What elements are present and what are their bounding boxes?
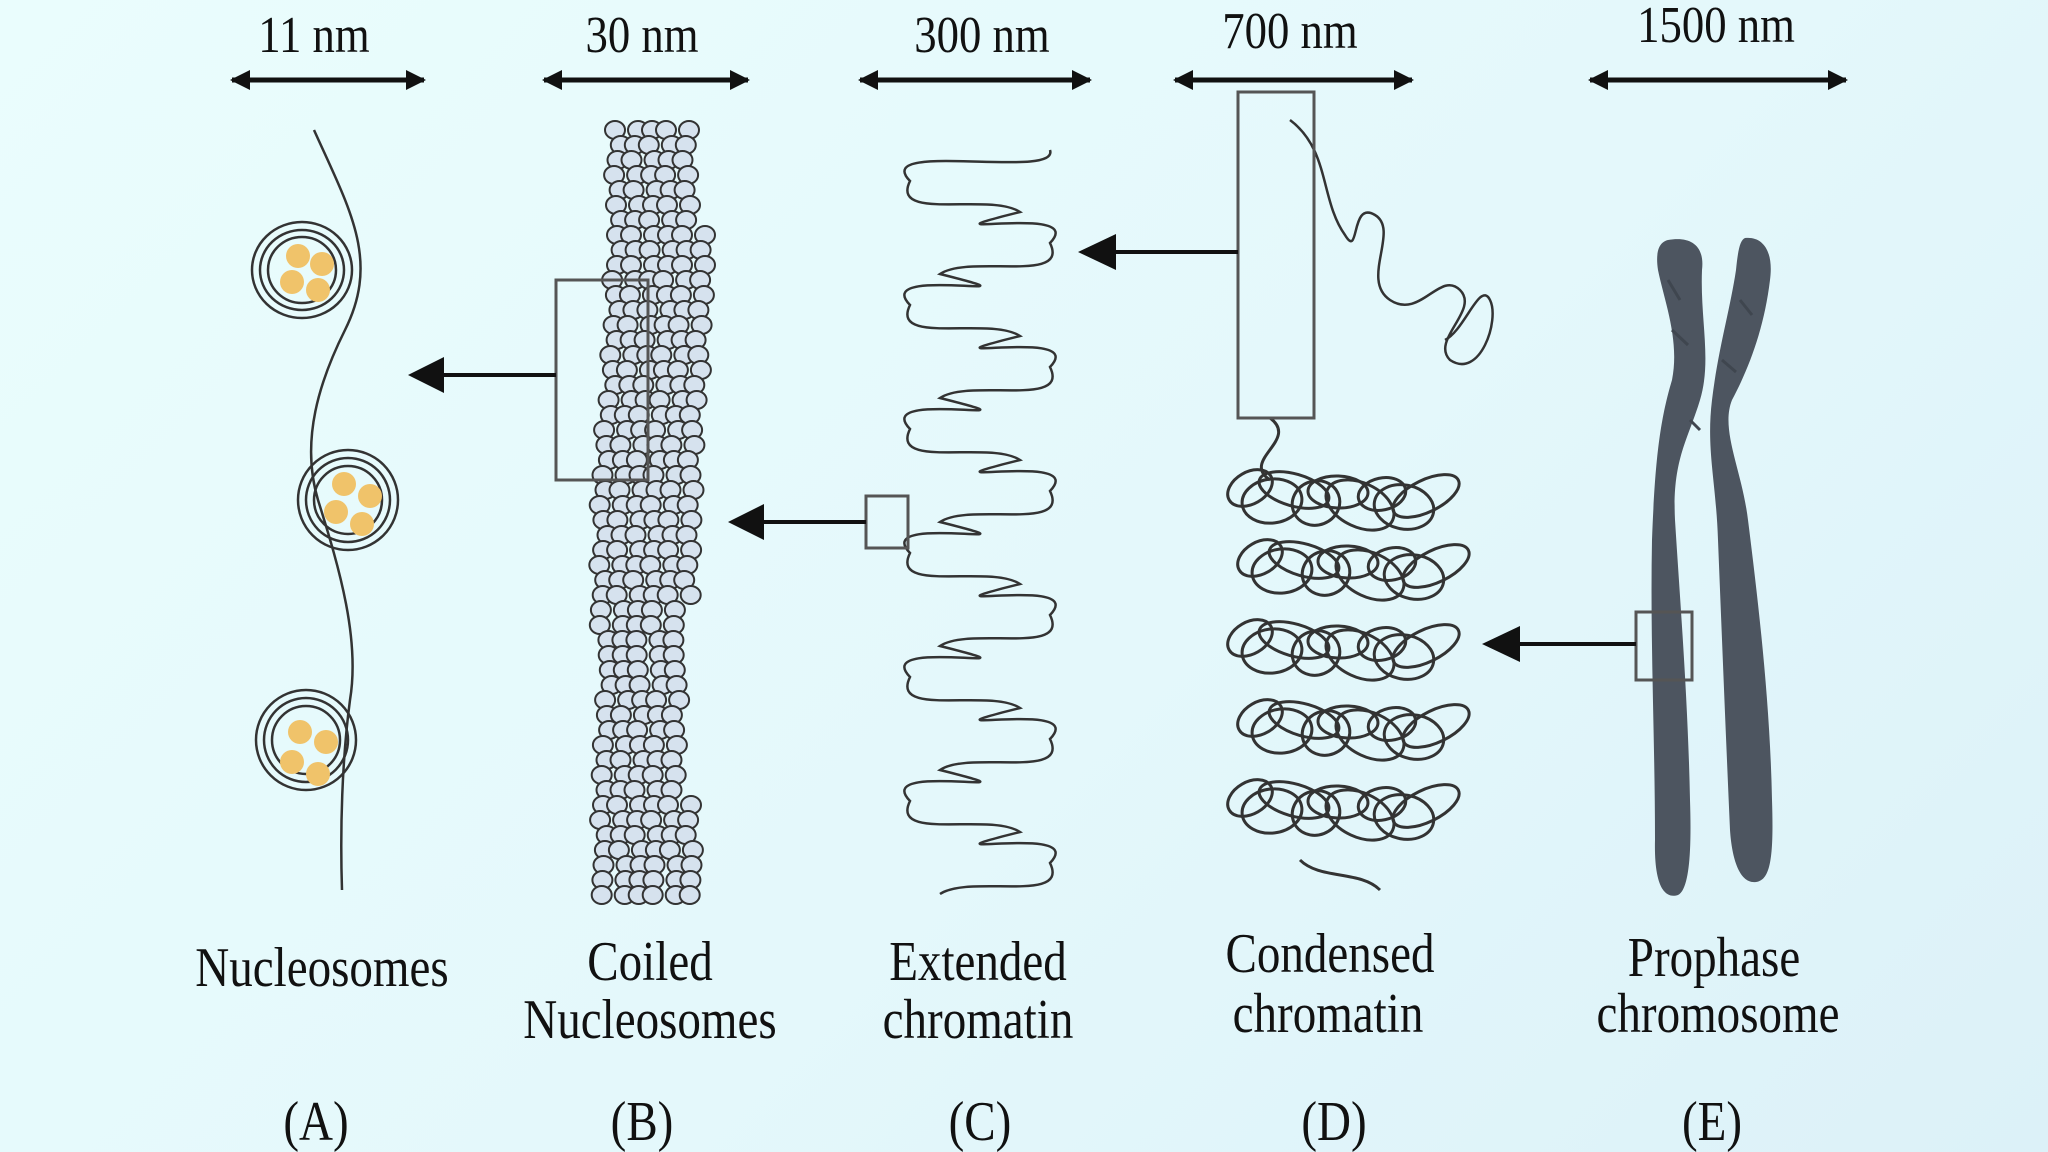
caption-c-line-1: Extended [889, 931, 1067, 993]
zoom-box-c [864, 494, 910, 550]
zoom-box-b [554, 278, 650, 482]
condensed-loop [1401, 543, 1471, 589]
nucleosome-1 [250, 220, 354, 320]
condensed-loop [1267, 700, 1341, 740]
condensed-loop [1382, 713, 1446, 761]
condensed-loop [1401, 703, 1471, 749]
condensed-loop [1240, 627, 1304, 675]
scale-label-a: 11 nm [258, 7, 369, 64]
zoom-arrow-c-to-b [728, 504, 866, 540]
condensed-loop [1290, 479, 1342, 527]
caption-c-line-2: chromatin [883, 989, 1074, 1051]
coiled-bead [590, 885, 613, 905]
condensed-loop [1324, 788, 1396, 842]
zoom-arrow-e-to-d [1482, 626, 1636, 662]
coiled-bead [678, 885, 701, 905]
scale-label-c: 300 nm [914, 7, 1049, 64]
condensed-loop [1316, 704, 1380, 740]
scale-label-b: 30 nm [585, 7, 698, 64]
condensed-tail [1260, 416, 1382, 892]
caption-b-line-2: Nucleosomes [523, 989, 776, 1051]
condensed-loop [1316, 544, 1380, 580]
condensed-loop [1372, 793, 1436, 841]
caption-d-line-1: Condensed [1226, 923, 1435, 985]
condensed-loop [1382, 553, 1446, 601]
zoom-arrow-d-to-c [1078, 234, 1238, 270]
condensed-loop [1306, 474, 1370, 510]
condensed-loop [1300, 549, 1352, 597]
scale-bar-b: 30 nm [542, 7, 750, 90]
condensed-loop [1391, 473, 1461, 519]
condensed-chromatin-fiber [1226, 416, 1471, 892]
nucleosome-3 [254, 688, 358, 792]
nucleosome-fiber [250, 129, 400, 891]
condensed-loop [1240, 787, 1304, 835]
scale-label-e: 1500 nm [1637, 0, 1795, 54]
condensed-loop [1267, 540, 1341, 580]
condensed-loop [1300, 709, 1352, 757]
condensed-loop [1391, 623, 1461, 669]
caption-b-line-1: Coiled [587, 931, 713, 993]
condensed-loop [1306, 624, 1370, 660]
condensed-loop [1290, 789, 1342, 837]
scale-bar-a: 11 nm [230, 7, 426, 90]
panel-letter-b: (B) [611, 1091, 674, 1152]
caption-a-line-1: Nucleosomes [195, 937, 448, 999]
zoom-box-d [1236, 90, 1316, 420]
condensed-loop [1250, 547, 1314, 595]
nucleosome-2 [296, 448, 400, 552]
condensed-loop [1236, 698, 1284, 738]
panel-letter-c: (C) [949, 1091, 1012, 1152]
scale-bar-e: 1500 nm [1588, 0, 1848, 90]
scale-bar-c: 300 nm [858, 7, 1092, 90]
scale-bar-d: 700 nm [1173, 3, 1414, 90]
coiled-bead [641, 885, 664, 905]
condensed-loop [1324, 478, 1396, 532]
condensed-loop [1226, 618, 1274, 658]
scale-label-d: 700 nm [1222, 3, 1357, 60]
coiled-nucleosome-fiber [588, 120, 716, 905]
condensed-loop [1306, 784, 1370, 820]
condensed-loop [1257, 780, 1331, 820]
panel-letter-d: (D) [1301, 1091, 1366, 1152]
condensed-loop [1236, 538, 1284, 578]
extended-chromatin-fiber [903, 149, 1057, 896]
condensed-loop [1324, 628, 1396, 682]
panel-letter-a: (A) [283, 1091, 348, 1152]
condensed-loop [1372, 633, 1436, 681]
condensed-loop [1257, 620, 1331, 660]
zoom-arrow-b-to-a [408, 357, 556, 393]
condensed-loop [1226, 468, 1274, 508]
condensed-loop [1334, 548, 1406, 602]
caption-e-line-2: chromosome [1597, 983, 1840, 1045]
condensed-loop [1391, 783, 1461, 829]
condensed-loop [1250, 707, 1314, 755]
caption-e-line-1: Prophase [1628, 927, 1800, 989]
condensed-chromatin-loop [1289, 119, 1494, 366]
condensed-loop [1290, 629, 1342, 677]
condensed-loop [1257, 470, 1331, 510]
condensed-loop [1226, 778, 1274, 818]
panel-letter-e: (E) [1682, 1091, 1742, 1152]
coiled-bead [679, 585, 702, 605]
condensed-loop [1334, 708, 1406, 762]
prophase-chromosome [1651, 237, 1773, 896]
condensed-loop [1372, 483, 1436, 531]
caption-d-line-2: chromatin [1233, 983, 1424, 1045]
